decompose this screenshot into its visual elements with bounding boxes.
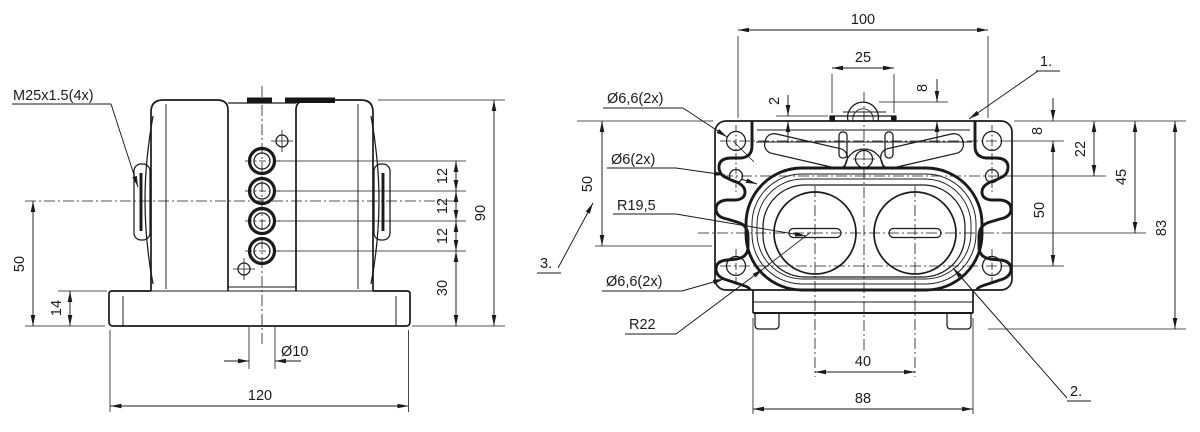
top-view-callouts: Ø6,6(2x) Ø6(2x) R19,5 Ø6,6(2x) R22 1. xyxy=(537,54,1091,402)
dim-top-8-dome: 8 xyxy=(915,84,931,92)
dim-front-dia10: Ø10 xyxy=(281,344,308,360)
top-view: 100 25 2 8 50 8 22 50 45 xyxy=(537,12,1186,414)
dim-top-40: 40 xyxy=(855,354,871,370)
dim-top-45: 45 xyxy=(1114,169,1130,185)
callout-item-3: 3. xyxy=(540,256,552,272)
front-hole-pattern xyxy=(245,146,280,266)
dim-front-30: 30 xyxy=(435,280,451,296)
callout-dia66-bottom: Ø6,6(2x) xyxy=(606,274,662,290)
front-view-dimensions: 50 14 120 Ø10 12 12 12 30 90 M25x1.5(4x) xyxy=(12,88,505,412)
callout-r195: R19,5 xyxy=(617,198,656,214)
pilot-hole-marks xyxy=(233,130,293,280)
dim-top-50-left: 50 xyxy=(580,176,596,192)
dim-front-12b: 12 xyxy=(435,198,451,214)
callout-item-2: 2. xyxy=(1070,384,1082,400)
callout-dia66-top: Ø6,6(2x) xyxy=(607,91,663,107)
dim-top-100: 100 xyxy=(851,12,875,28)
top-view-dimensions: 100 25 2 8 50 8 22 50 45 xyxy=(577,12,1186,414)
callout-item-1: 1. xyxy=(1040,54,1052,70)
dim-top-83: 83 xyxy=(1154,220,1170,236)
dim-top-88: 88 xyxy=(855,391,871,407)
dim-front-50: 50 xyxy=(12,256,28,272)
dim-front-12a: 12 xyxy=(435,168,451,184)
front-view-geometry xyxy=(25,86,458,347)
dim-top-2: 2 xyxy=(767,97,783,105)
dim-front-90: 90 xyxy=(473,205,489,221)
dim-top-25: 25 xyxy=(855,50,871,66)
top-view-geometry xyxy=(698,92,1146,377)
dim-front-14: 14 xyxy=(49,300,65,316)
dim-front-12c: 12 xyxy=(435,228,451,244)
callout-r22: R22 xyxy=(629,317,656,333)
dim-top-8-edge: 8 xyxy=(1030,127,1046,135)
dim-top-22: 22 xyxy=(1073,141,1089,157)
dim-front-120: 120 xyxy=(248,388,272,404)
callout-dia6: Ø6(2x) xyxy=(611,152,655,168)
front-view: 50 14 120 Ø10 12 12 12 30 90 M25x1.5(4x) xyxy=(12,86,505,412)
thread-callout-label: M25x1.5(4x) xyxy=(13,88,94,104)
dim-top-50-right: 50 xyxy=(1032,202,1048,218)
